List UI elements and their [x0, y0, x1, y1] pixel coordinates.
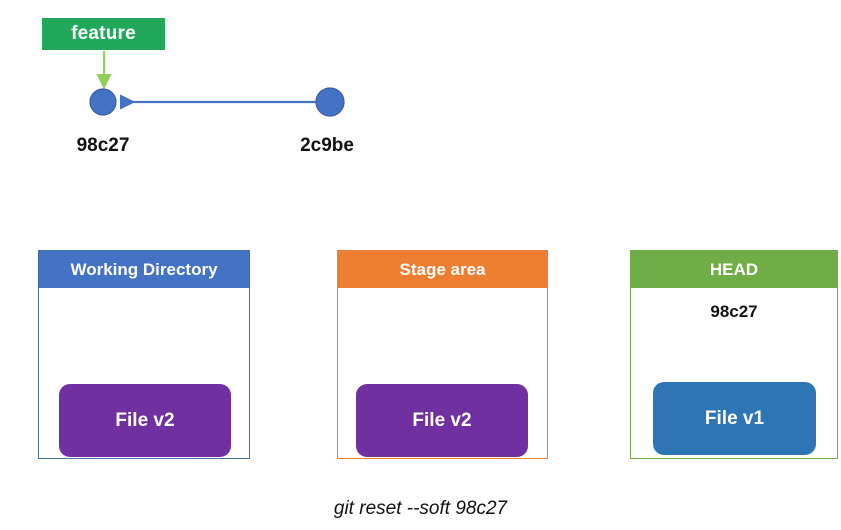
area-title-head: HEAD: [631, 251, 837, 288]
area-box-head: HEAD 98c27 File v1: [630, 250, 838, 459]
diagram-caption: git reset --soft 98c27: [333, 498, 508, 519]
area-body-working-directory: File v2: [39, 288, 249, 458]
commit-hash-label-98c27: 98c27: [76, 135, 130, 156]
head-commit-hash: 98c27: [710, 302, 758, 321]
file-chip-head: File v1: [653, 382, 816, 455]
area-box-stage-area: Stage area File v2: [337, 250, 548, 459]
branch-label-feature: feature: [42, 18, 165, 50]
area-title-working-directory: Working Directory: [39, 251, 249, 288]
commit-hash-label-2c9be: 2c9be: [300, 135, 354, 156]
commit-node-2c9be: [315, 87, 345, 117]
file-chip-working-directory: File v2: [59, 384, 231, 457]
commit-graph: [89, 51, 345, 117]
area-body-stage-area: File v2: [338, 288, 547, 458]
file-chip-stage-area: File v2: [356, 384, 528, 457]
area-box-working-directory: Working Directory File v2: [38, 250, 250, 459]
area-body-head: 98c27 File v1: [631, 288, 837, 458]
commit-node-98c27: [89, 88, 117, 116]
area-title-stage-area: Stage area: [338, 251, 547, 288]
